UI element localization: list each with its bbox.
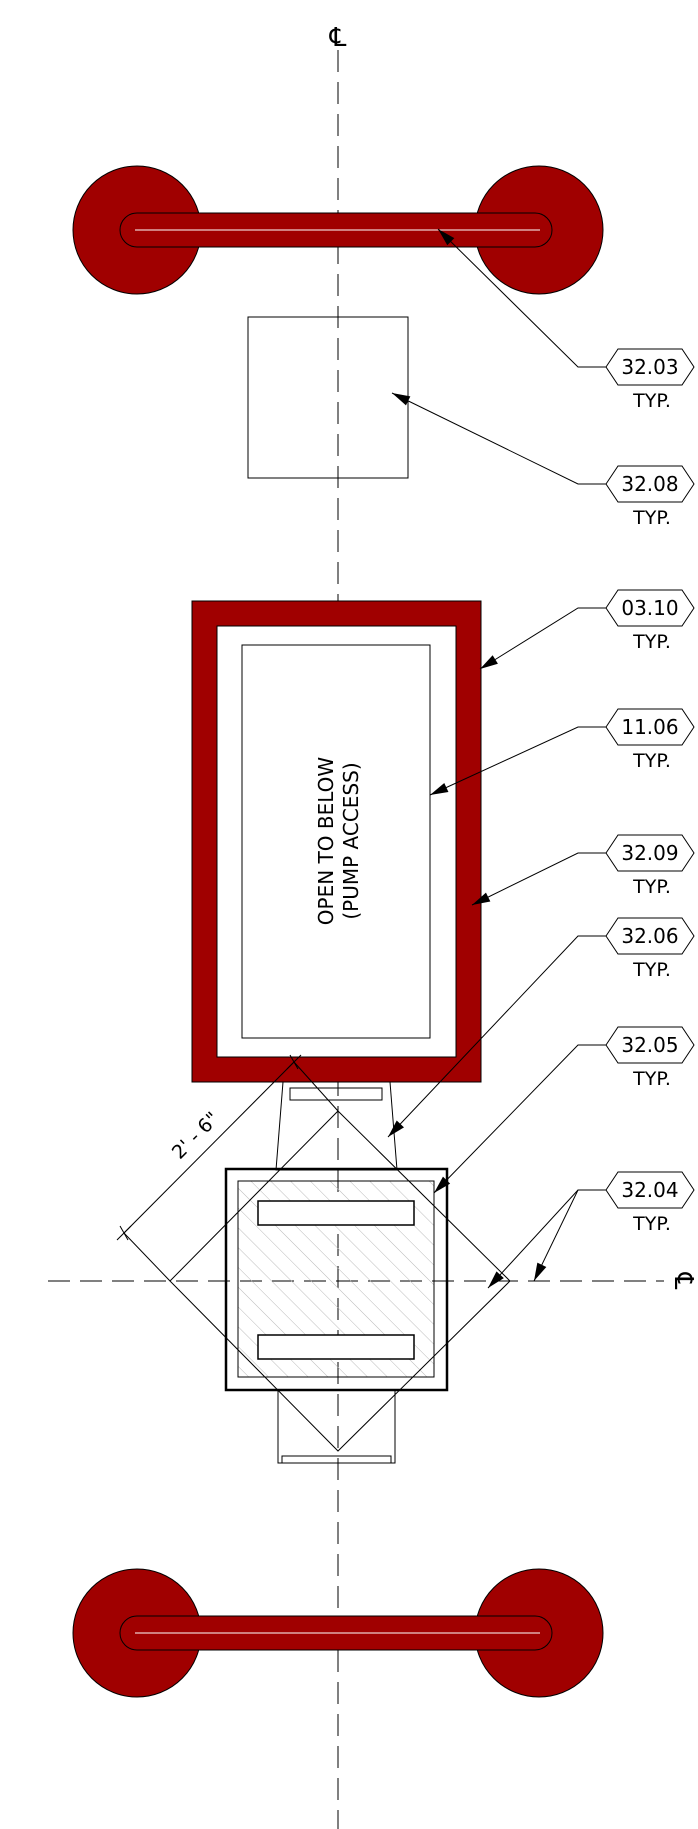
keynote-qualifier: TYP. [632,1068,671,1090]
horizontal-centerline-symbol: ℄ [668,1272,698,1290]
keynote-leader [471,852,606,906]
keynote-qualifier: TYP. [632,507,671,529]
keynote-arrowhead [438,229,455,246]
keynote-qualifier: TYP. [632,959,671,981]
keynote-arrowhead [430,782,449,795]
lower-neck [277,1389,396,1464]
keynote-tag-label: 11.06 [621,715,678,739]
top-bollard-assembly [72,165,604,295]
keynote-arrowhead [488,1271,504,1288]
keynote-qualifier: TYP. [632,631,671,653]
access-frame-inner [216,625,457,1058]
keynote-arrowhead [388,1120,404,1137]
keynote-hexagon [605,834,695,872]
opening-note-line2: (PUMP ACCESS) [339,762,363,919]
keynote-leader [387,935,606,1138]
dimension-tick-lower-b [119,1225,129,1241]
keynote-hexagon [605,1171,695,1209]
access-frame: OPEN TO BELOW (PUMP ACCESS) [191,600,482,1083]
keynote-tag-label: 32.06 [621,924,678,948]
keynote-leader [433,1044,606,1194]
access-opening-hatch-outline [241,644,431,1039]
keynote-hexagon [605,589,695,627]
keynote-arrowhead [392,393,411,406]
keynote-tag-label: 32.04 [621,1178,678,1202]
keynote-arrowhead [472,892,491,905]
keynote-hexagon [605,465,695,503]
keynote-leader [487,1189,606,1289]
keynote-arrowhead [534,1262,547,1281]
dimension-ext-upper [293,1061,339,1112]
square-pad [247,316,409,479]
upper-grate [257,1200,415,1226]
upper-neck-cap [289,1087,383,1101]
upper-neck [275,1081,398,1171]
keynote-callouts: 32.03TYP.32.08TYP.03.10TYP.11.06TYP.32.0… [387,228,695,1289]
keynote-leader [391,392,606,485]
keynote-leader [533,1189,606,1282]
dimension-label: 2' - 6" [168,1108,224,1164]
keynote-hexagon [605,1026,695,1064]
dimension-line [123,1061,295,1234]
pump-assembly [169,1081,511,1464]
keynote-tag-label: 32.08 [621,472,678,496]
lower-grate [257,1334,415,1360]
keynote-arrowhead [480,655,498,669]
bottom-bollard-assembly [72,1568,604,1698]
keynote-tag-label: 32.05 [621,1033,678,1057]
keynote-hexagon [605,917,695,955]
vertical-centerline-symbol: ℄ [329,23,347,53]
keynote-hexagon [605,708,695,746]
keynote-leader [429,726,606,796]
keynote-tag-label: 03.10 [621,596,678,620]
keynote-leader [437,228,606,368]
keynote-arrowhead [434,1176,451,1193]
keynote-qualifier: TYP. [632,876,671,898]
opening-note-line1: OPEN TO BELOW [314,757,338,926]
dimension-tick-upper-b [289,1054,299,1070]
dimension-ext-lower [123,1232,171,1282]
keynote-qualifier: TYP. [632,750,671,772]
keynote-tag-label: 32.09 [621,841,678,865]
keynote-qualifier: TYP. [632,1213,671,1235]
housing-outer [224,1167,449,1392]
rotated-diamond [169,1110,511,1452]
lower-neck-base [281,1455,392,1464]
keynote-hexagon [605,348,695,386]
keynote-qualifier: TYP. [632,390,671,412]
keynote-leader [479,607,606,670]
keynote-tag-label: 32.03 [621,355,678,379]
